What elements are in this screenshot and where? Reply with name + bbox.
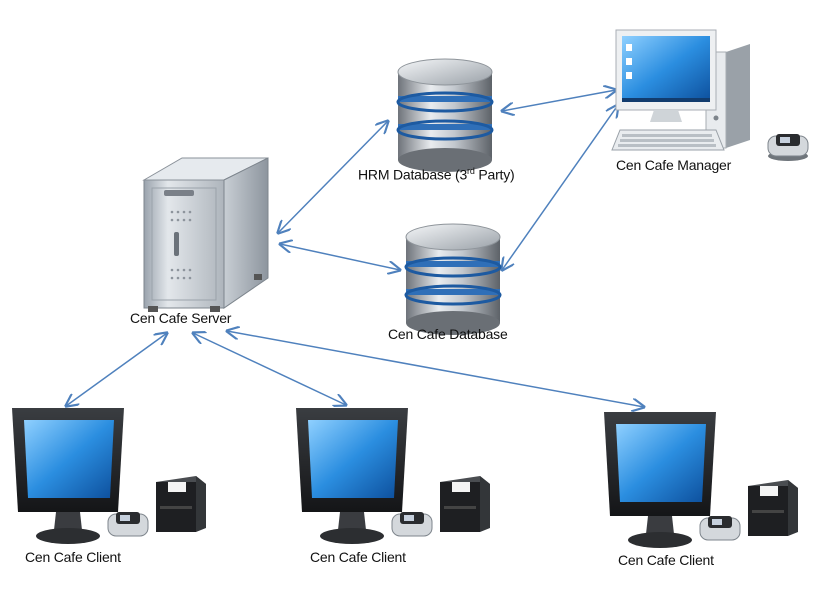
pos-terminal-icon <box>604 412 798 548</box>
cen-cafe-client-label: Cen Cafe Client <box>618 552 714 568</box>
link-cafedb-manager <box>502 105 618 270</box>
server-tower-icon <box>142 157 269 312</box>
cen-cafe-database-label: Cen Cafe Database <box>388 326 508 342</box>
desktop-computer-icon <box>611 29 809 161</box>
cen-cafe-database-icon <box>404 223 502 335</box>
cen-cafe-client-label: Cen Cafe Client <box>310 549 406 565</box>
cen-cafe-client-label: Cen Cafe Client <box>25 549 121 565</box>
link-hrm-manager <box>502 90 616 111</box>
cen-cafe-server-label: Cen Cafe Server <box>130 310 232 326</box>
connections <box>66 90 644 407</box>
hrm-database-icon <box>396 58 494 172</box>
link-server-client2 <box>193 333 346 405</box>
hrm-database-label: HRM Database (3rd Party) <box>358 166 515 183</box>
link-server-hrm <box>278 121 388 233</box>
pos-terminal-icon <box>296 408 490 544</box>
link-server-client3 <box>227 331 644 407</box>
cen-cafe-manager-label: Cen Cafe Manager <box>616 157 732 173</box>
link-server-client1 <box>66 333 167 406</box>
link-server-cafedb <box>280 244 400 270</box>
pos-terminal-icon <box>12 408 206 544</box>
